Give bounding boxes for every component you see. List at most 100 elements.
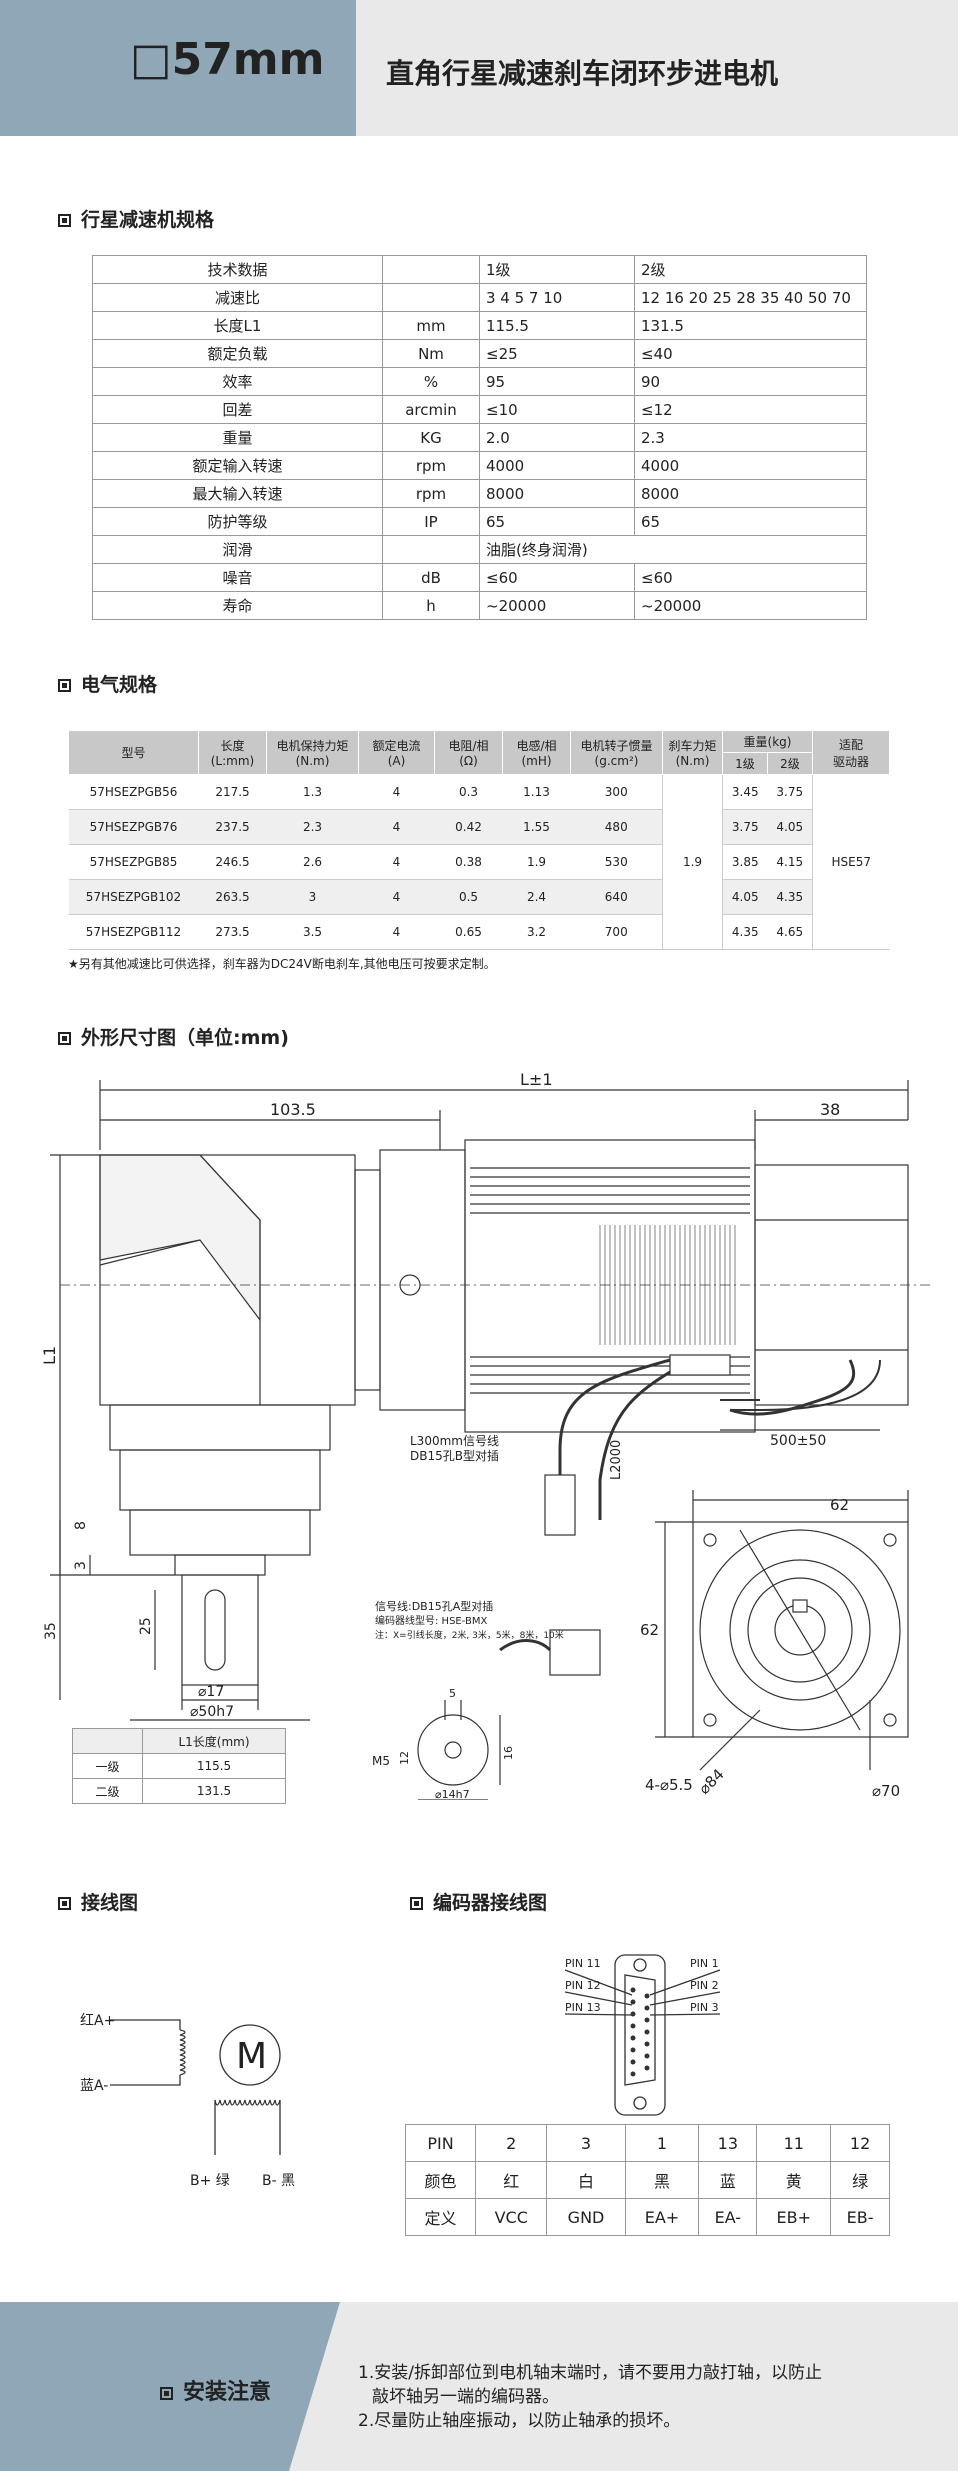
dim-phi84: ⌀84 bbox=[695, 1765, 728, 1798]
gearbox-cell-unit: IP bbox=[382, 507, 480, 536]
elec-cell-w2: 3.75 bbox=[767, 774, 813, 810]
install-line-1: 1.安装/拆卸部位到电机轴末端时，请不要用力敲打轴，以防止 bbox=[358, 2363, 822, 2383]
dim-total: L±1 bbox=[520, 1070, 553, 1089]
dim-l2000: L2000 bbox=[609, 1440, 624, 1480]
install-line-2: 敲坏轴另一端的编码器。 bbox=[372, 2387, 559, 2407]
connector-pin-icon bbox=[630, 2023, 636, 2029]
dim-holes: 4-⌀5.5 bbox=[645, 1776, 693, 1794]
l1-row-name: 二级 bbox=[72, 1778, 143, 1804]
square-bullet-icon bbox=[58, 1032, 71, 1045]
connector-pin-icon bbox=[644, 2053, 650, 2059]
th-hold-label: 电机保持力矩 bbox=[276, 739, 349, 753]
elec-cell-current: 4 bbox=[358, 879, 435, 915]
pin-cell: 3 bbox=[546, 2124, 626, 2162]
elec-cell-model: 57HSEZPGB112 bbox=[68, 914, 199, 950]
gearbox-cell-l2: 2.3 bbox=[634, 423, 867, 452]
gearbox-cell-unit: h bbox=[382, 591, 480, 620]
elec-cell-length: 273.5 bbox=[198, 914, 267, 950]
th-resist-label: 电阻/相 bbox=[448, 739, 489, 753]
gearbox-cell-l1: ≤60 bbox=[479, 563, 635, 592]
dim-25: 25 bbox=[138, 1617, 154, 1635]
pin-label: PIN 11 bbox=[565, 1957, 601, 1970]
elec-cell-w1: 3.45 bbox=[722, 774, 768, 810]
elec-cell-induct: 1.55 bbox=[502, 809, 571, 845]
gearbox-cell-name: 技术数据 bbox=[92, 255, 383, 284]
pin-cell: 12 bbox=[830, 2124, 890, 2162]
elec-cell-w1: 3.75 bbox=[722, 809, 768, 845]
gearbox-cell-name: 额定输入转速 bbox=[92, 451, 383, 480]
footer-accent bbox=[0, 2302, 340, 2471]
elec-cell-model: 57HSEZPGB76 bbox=[68, 809, 199, 845]
color-row-label: 颜色 bbox=[405, 2161, 476, 2199]
pin-label: PIN 13 bbox=[565, 2001, 601, 2014]
gearbox-cell-name: 效率 bbox=[92, 367, 383, 396]
elec-cell-w2: 4.15 bbox=[767, 844, 813, 880]
th-induct: 电感/相(mH) bbox=[502, 730, 571, 775]
th-weight-2: 2级 bbox=[767, 752, 813, 775]
section-electrical-heading: 电气规格 bbox=[58, 670, 157, 697]
dim-m5: M5 bbox=[372, 1754, 390, 1768]
elec-cell-w1: 3.85 bbox=[722, 844, 768, 880]
connector-pin-icon bbox=[630, 2071, 636, 2077]
elec-cell-resist: 0.5 bbox=[434, 879, 503, 915]
section-electrical-title: 电气规格 bbox=[81, 674, 158, 696]
elec-cell-model: 57HSEZPGB102 bbox=[68, 879, 199, 915]
flange-front-view bbox=[692, 1521, 909, 1738]
elec-cell-hold: 3.5 bbox=[266, 914, 359, 950]
elec-cell-w2: 4.65 bbox=[767, 914, 813, 950]
gearbox-cell-unit: % bbox=[382, 367, 480, 396]
th-brake-unit: (N.m) bbox=[675, 754, 710, 768]
elec-cell-inertia: 530 bbox=[570, 844, 663, 880]
th-brake-label: 刹车力矩 bbox=[668, 739, 717, 753]
pin-label: PIN 3 bbox=[690, 2001, 719, 2014]
gearbox-cell-l1: 2.0 bbox=[479, 423, 635, 452]
dim-phi17: ⌀17 bbox=[198, 1684, 224, 1700]
th-current-unit: (A) bbox=[387, 754, 406, 768]
pin-cell: 黄 bbox=[756, 2161, 832, 2199]
connector-pin-icon bbox=[630, 2059, 636, 2065]
pin-cell: 1 bbox=[624, 2124, 700, 2162]
gearbox-row: 润滑油脂(终身润滑) bbox=[92, 535, 867, 564]
gearbox-cell-name: 最大输入转速 bbox=[92, 479, 383, 508]
header-title-panel: 直角行星减速刹车闭环步进电机 bbox=[356, 0, 958, 136]
coil-a-icon bbox=[179, 2029, 186, 2076]
th-resist: 电阻/相(Ω) bbox=[434, 730, 503, 775]
pin-cell: VCC bbox=[474, 2198, 548, 2236]
dimension-drawing: L±1 103.5 38 L1 8 35 25 3 ⌀17 ⌀50h7 L300… bbox=[40, 1070, 930, 1800]
elec-cell-brake: 1.9 bbox=[662, 774, 723, 950]
gearbox-cell-l1: 油脂(终身润滑) bbox=[479, 535, 867, 564]
elec-cell-model: 57HSEZPGB85 bbox=[68, 844, 199, 880]
install-title: 安装注意 bbox=[183, 2380, 272, 2405]
elec-cell-hold: 2.6 bbox=[266, 844, 359, 880]
gearbox-cell-name: 长度L1 bbox=[92, 311, 383, 340]
th-current-label: 额定电流 bbox=[372, 739, 421, 753]
gearbox-cell-l2: 131.5 bbox=[634, 311, 867, 340]
pin-cell: EA+ bbox=[624, 2198, 700, 2236]
section-wiring-title: 接线图 bbox=[81, 1892, 139, 1914]
gearbox-cell-name: 防护等级 bbox=[92, 507, 383, 536]
elec-cell-current: 4 bbox=[358, 809, 435, 845]
signal-a-label-2: 编码器线型号: HSE-BMX bbox=[375, 1614, 487, 1627]
elec-cell-length: 263.5 bbox=[198, 879, 267, 915]
coil-b-icon bbox=[214, 2099, 281, 2106]
dim-phi14: ⌀14h7 bbox=[435, 1788, 470, 1800]
pin-cell: 2 bbox=[474, 2124, 548, 2162]
gearbox-cell-unit bbox=[382, 255, 480, 284]
gearbox-cell-l2: 65 bbox=[634, 507, 867, 536]
gearbox-cell-unit: Nm bbox=[382, 339, 480, 368]
th-inertia-unit: (g.cm²) bbox=[594, 754, 639, 768]
connector-pin-icon bbox=[630, 2011, 636, 2017]
shaft-end-view bbox=[417, 1714, 489, 1786]
pin-cell: 绿 bbox=[830, 2161, 890, 2199]
gearbox-cell-l1: 4000 bbox=[479, 451, 635, 480]
elec-cell-current: 4 bbox=[358, 844, 435, 880]
